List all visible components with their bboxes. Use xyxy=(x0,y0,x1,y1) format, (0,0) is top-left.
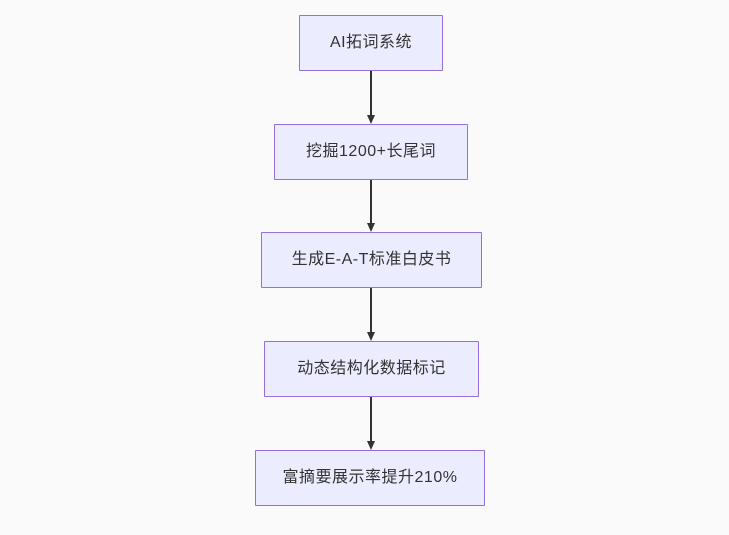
flowchart-node: 动态结构化数据标记 xyxy=(264,341,479,397)
node-label: 挖掘1200+长尾词 xyxy=(306,143,436,160)
arrowhead-icon xyxy=(367,115,375,124)
node-label: 富摘要展示率提升210% xyxy=(282,469,458,486)
node-label: AI拓词系统 xyxy=(329,34,413,51)
flowchart-node: 富摘要展示率提升210% xyxy=(255,450,485,506)
arrowhead-icon xyxy=(367,332,375,341)
arrowhead-icon xyxy=(367,441,375,450)
arrow-line xyxy=(370,288,372,333)
node-label: 生成E-A-T标准白皮书 xyxy=(291,251,452,268)
arrowhead-icon xyxy=(367,223,375,232)
arrow-line xyxy=(370,71,372,116)
arrow-line xyxy=(370,180,372,224)
flowchart-node: 生成E-A-T标准白皮书 xyxy=(261,232,482,288)
flowchart-node: AI拓词系统 xyxy=(299,15,443,71)
arrow-line xyxy=(370,397,372,442)
flowchart-node: 挖掘1200+长尾词 xyxy=(274,124,468,180)
node-label: 动态结构化数据标记 xyxy=(297,360,446,377)
